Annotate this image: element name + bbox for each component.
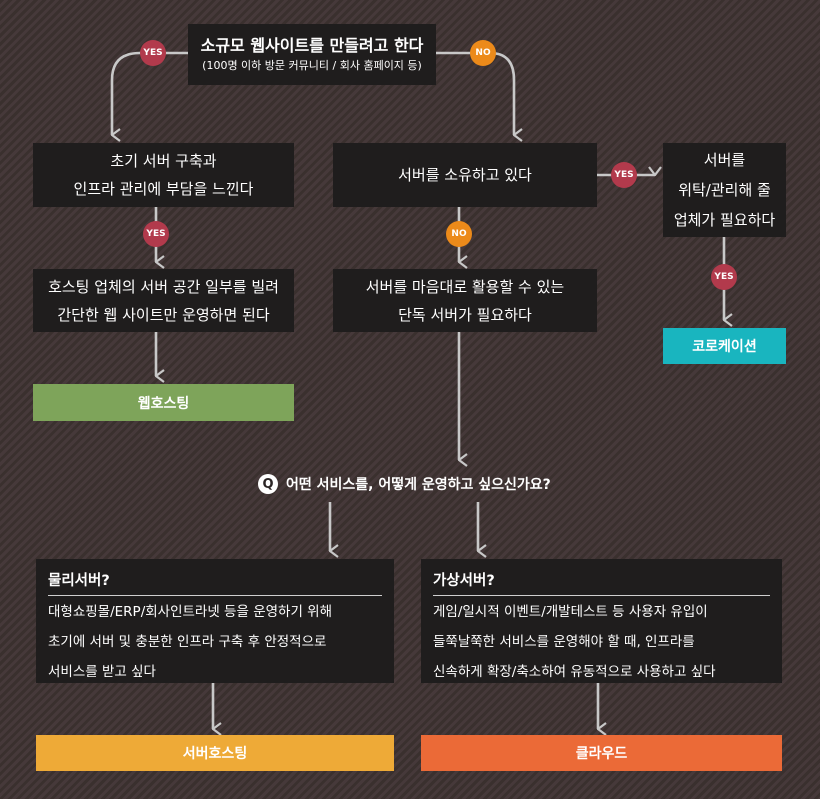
start-box: 소규모 웹사이트를 만들려고 한다 (100명 이하 방문 커뮤니티 / 회사 … <box>188 24 436 85</box>
mid-result-box: 서버를 마음대로 활용할 수 있는 단독 서버가 필요하다 <box>333 269 597 332</box>
physical-server-line: 대형쇼핑몰/ERP/회사인트라넷 등을 운영하기 위해 <box>48 604 333 620</box>
server-hosting-outcome: 서버호스팅 <box>36 735 394 771</box>
yes-badge-left: YES <box>143 221 169 247</box>
yes-badge-right: YES <box>711 264 737 290</box>
question-text: 어떤 서비스를, 어떻게 운영하고 싶으신가요? <box>286 477 551 493</box>
left-decision-line1: 초기 서버 구축과 <box>110 152 217 170</box>
colocation-outcome: 코로케이션 <box>663 328 786 364</box>
left-decision-line2: 인프라 관리에 부담을 느낀다 <box>73 180 254 198</box>
cloud-outcome: 클라우드 <box>421 735 782 771</box>
question-prompt: Q 어떤 서비스를, 어떻게 운영하고 싶으신가요? <box>258 474 551 494</box>
arrow-start-to-mid <box>436 51 514 135</box>
mid-decision-box: 서버를 소유하고 있다 <box>333 143 597 207</box>
right-decision-box: 서버를 위탁/관리해 줄 업체가 필요하다 <box>663 143 786 237</box>
physical-server-line: 서비스를 받고 싶다 <box>48 664 156 680</box>
left-result-line2: 간단한 웹 사이트만 운영하면 된다 <box>57 305 270 324</box>
web-hosting-outcome: 웹호스팅 <box>33 384 294 421</box>
yes-badge-mid-right: YES <box>611 162 637 188</box>
start-title: 소규모 웹사이트를 만들려고 한다 <box>200 35 424 55</box>
right-decision-line2: 위탁/관리해 줄 <box>678 181 771 199</box>
arrow-start-to-left <box>110 51 188 135</box>
physical-server-heading: 물리서버? <box>48 569 382 596</box>
mid-result-line1: 서버를 마음대로 활용할 수 있는 <box>365 277 565 296</box>
start-subtitle: (100명 이하 방문 커뮤니티 / 회사 홈페이지 등) <box>202 58 422 72</box>
right-decision-line3: 업체가 필요하다 <box>673 211 776 229</box>
mid-result-line2: 단독 서버가 필요하다 <box>398 305 532 324</box>
mid-decision-line1: 서버를 소유하고 있다 <box>398 166 532 184</box>
physical-server-box: 물리서버? 대형쇼핑몰/ERP/회사인트라넷 등을 운영하기 위해 초기에 서버… <box>36 559 394 683</box>
left-result-box: 호스팅 업체의 서버 공간 일부를 빌려 간단한 웹 사이트만 운영하면 된다 <box>33 269 294 332</box>
yes-badge-start-left: YES <box>140 40 166 66</box>
virtual-server-heading: 가상서버? <box>433 569 770 596</box>
right-decision-line1: 서버를 <box>703 151 746 169</box>
left-result-line1: 호스팅 업체의 서버 공간 일부를 빌려 <box>48 277 279 296</box>
physical-server-line: 초기에 서버 및 충분한 인프라 구축 후 안정적으로 <box>48 634 327 650</box>
question-icon: Q <box>258 474 278 494</box>
virtual-server-line: 신속하게 확장/축소하여 유동적으로 사용하고 싶다 <box>433 664 716 680</box>
virtual-server-line: 게임/일시적 이벤트/개발테스트 등 사용자 유입이 <box>433 604 708 620</box>
virtual-server-line: 들쭉날쭉한 서비스를 운영해야 할 때, 인프라를 <box>433 634 695 650</box>
no-badge-start-mid: NO <box>470 40 496 66</box>
no-badge-mid: NO <box>446 221 472 247</box>
left-decision-box: 초기 서버 구축과 인프라 관리에 부담을 느낀다 <box>33 143 294 207</box>
virtual-server-box: 가상서버? 게임/일시적 이벤트/개발테스트 등 사용자 유입이 들쭉날쭉한 서… <box>421 559 782 683</box>
